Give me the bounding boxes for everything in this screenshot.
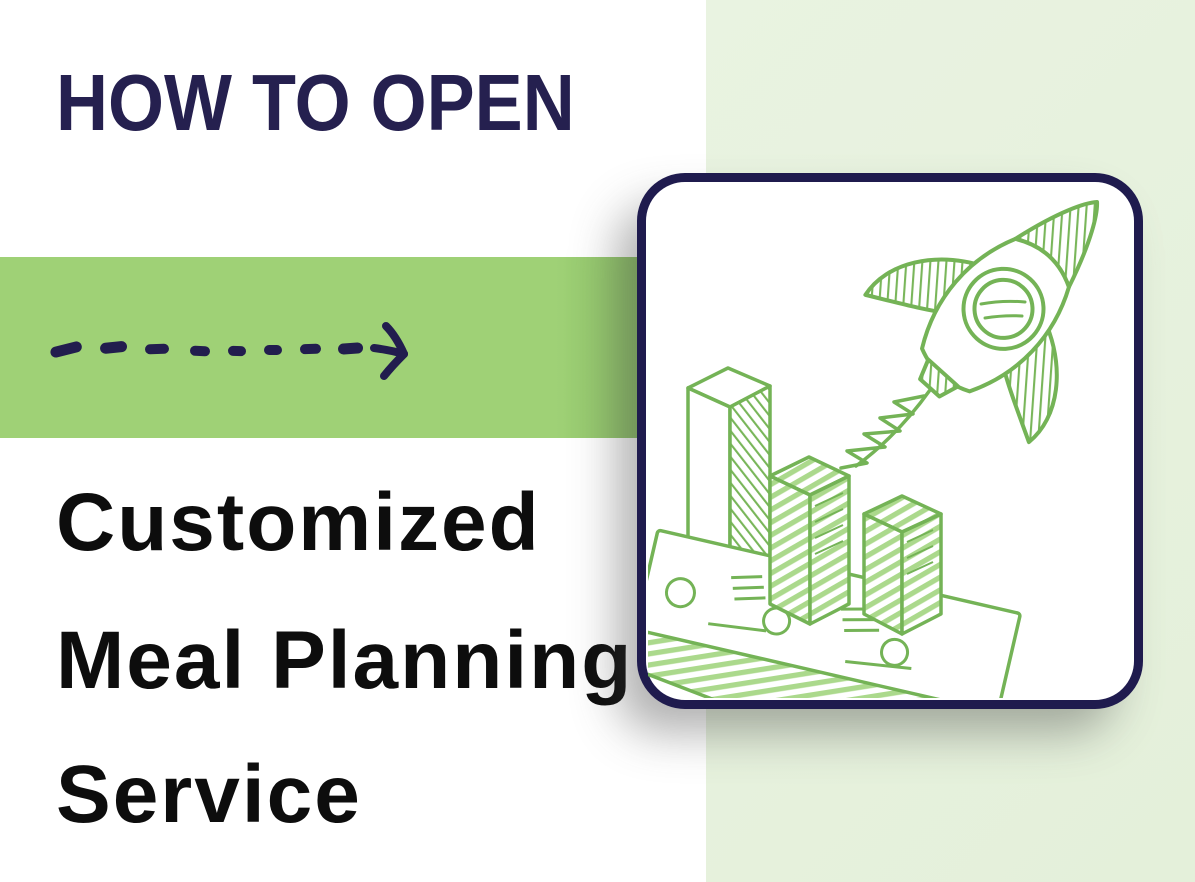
rocket-nozzle: [918, 357, 960, 399]
rocket-porthole-inner: [972, 277, 1035, 340]
bar-right: [862, 494, 943, 636]
dashed-arrow-icon: [50, 316, 430, 382]
kicker-title: HOW TO OPEN: [56, 58, 575, 147]
illustration-card: [637, 173, 1143, 709]
rocket-growth-illustration: [648, 200, 1100, 698]
bar-middle: [768, 455, 851, 626]
rocket: [863, 200, 1100, 445]
main-title-line-2: Meal Planning: [56, 615, 634, 706]
main-title-line-1: Customized: [56, 477, 541, 568]
rocket-exhaust-leaves: [839, 388, 932, 470]
main-title-line-3: Service: [56, 749, 362, 840]
rocket-porthole-glass-lines: [979, 299, 1027, 320]
